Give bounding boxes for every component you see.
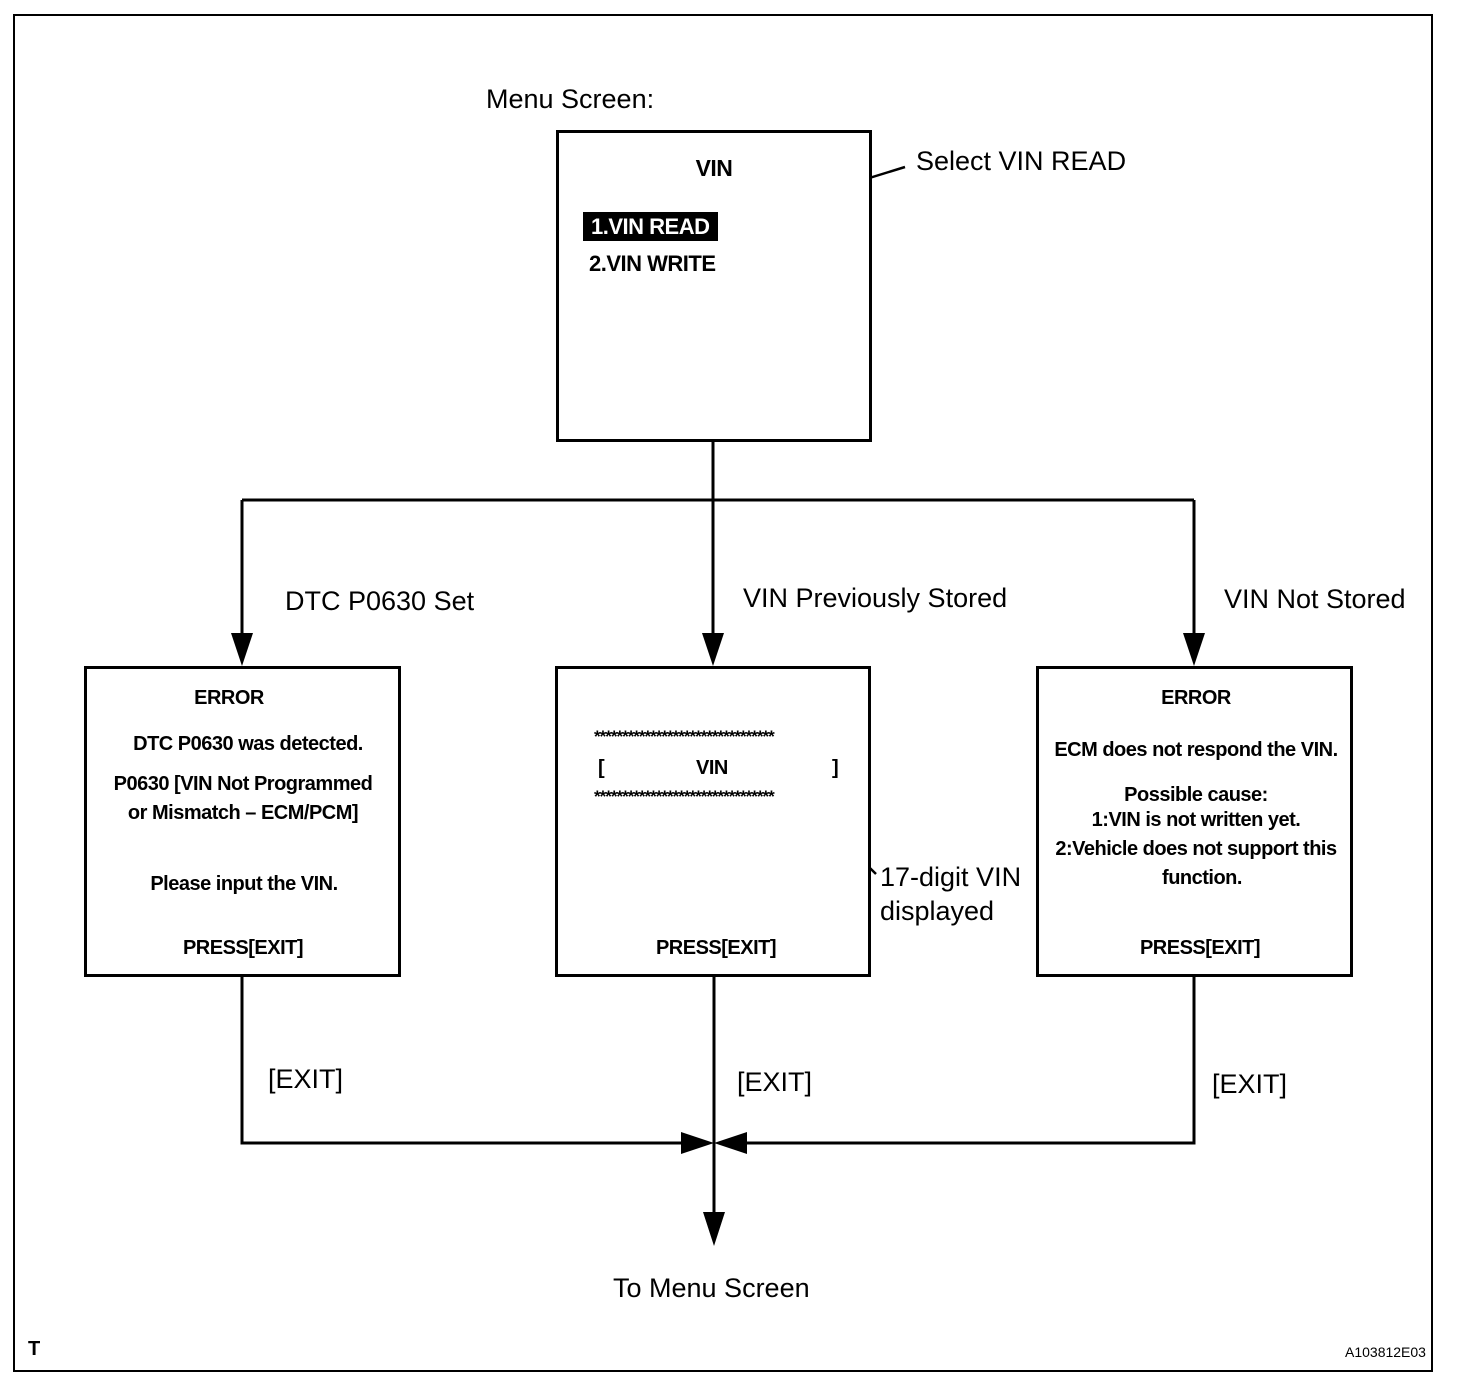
diagram-frame [13, 14, 1433, 1372]
dtc-error-line3: or Mismatch – ECM/PCM] [127, 802, 359, 824]
exit-right-label: [EXIT] [1212, 1069, 1288, 1099]
vin-not-stored-screen: ERROR ECM does not respond the VIN. Poss… [1036, 666, 1353, 977]
vin-value: VIN [696, 757, 728, 779]
figure-code: A103812E03 [1345, 1344, 1426, 1360]
menu-item-vin-read[interactable]: 1.VIN READ [583, 212, 719, 241]
vin-bracket-open: [ [598, 757, 605, 779]
connector-right-exit [738, 976, 1196, 1145]
arrowhead-merge-right [714, 1132, 747, 1154]
menu-item-vin-read-label: 1.VIN READ [583, 212, 719, 241]
not-stored-line5: function. [1162, 867, 1242, 889]
arrowhead-merge-left [681, 1132, 714, 1154]
corner-mark: T [28, 1338, 40, 1360]
exit-left-label: [EXIT] [268, 1064, 344, 1094]
vin-callout-line1: 17-digit VIN [880, 862, 1022, 892]
menu-title: VIN [695, 155, 733, 181]
branch-stored-label: VIN Previously Stored [743, 583, 1008, 613]
vin-stored-screen: ******************************** [ VIN ]… [555, 666, 871, 977]
vin-bracket-close: ] [832, 757, 839, 779]
dtc-error-line2: P0630 [VIN Not Programmed [113, 773, 373, 795]
arrowhead-left [231, 633, 253, 666]
vin-callout-line2: displayed [880, 896, 995, 926]
vin-stored-press-exit: PRESS[EXIT] [655, 937, 777, 959]
dtc-error-title: ERROR [194, 687, 264, 709]
connector-left-exit [240, 976, 690, 1145]
dtc-error-screen: ERROR DTC P0630 was detected. P0630 [VIN… [84, 666, 401, 977]
menu-screen-label: Menu Screen: [486, 84, 655, 114]
not-stored-line1: ECM does not respond the VIN. [1054, 739, 1338, 761]
to-menu-label: To Menu Screen [613, 1273, 810, 1303]
dtc-error-press-exit: PRESS[EXIT] [182, 937, 304, 959]
select-vin-read-label: Select VIN READ [916, 146, 1127, 176]
menu-screen-box: VIN 1.VIN READ 2.VIN WRITE [556, 130, 872, 442]
not-stored-press-exit: PRESS[EXIT] [1139, 937, 1261, 959]
vin-stars-top: ******************************** [594, 727, 775, 746]
arrowhead-right [1183, 633, 1205, 666]
not-stored-line3: 1:VIN is not written yet. [1091, 809, 1301, 831]
menu-item-vin-write[interactable]: 2.VIN WRITE [589, 251, 716, 276]
arrowhead-to-menu [703, 1212, 725, 1246]
arrowhead-mid [702, 633, 724, 666]
dtc-error-line4: Please input the VIN. [150, 873, 338, 895]
branch-dtc-label: DTC P0630 Set [285, 586, 475, 616]
exit-mid-label: [EXIT] [737, 1067, 813, 1097]
branch-not-stored-label: VIN Not Stored [1224, 584, 1406, 614]
not-stored-error-title: ERROR [1161, 687, 1231, 709]
dtc-error-line1: DTC P0630 was detected. [133, 733, 363, 755]
vin-stars-bottom: ******************************** [594, 787, 775, 806]
not-stored-line4: 2:Vehicle does not support this [1055, 838, 1337, 860]
not-stored-line2: Possible cause: [1124, 784, 1268, 806]
